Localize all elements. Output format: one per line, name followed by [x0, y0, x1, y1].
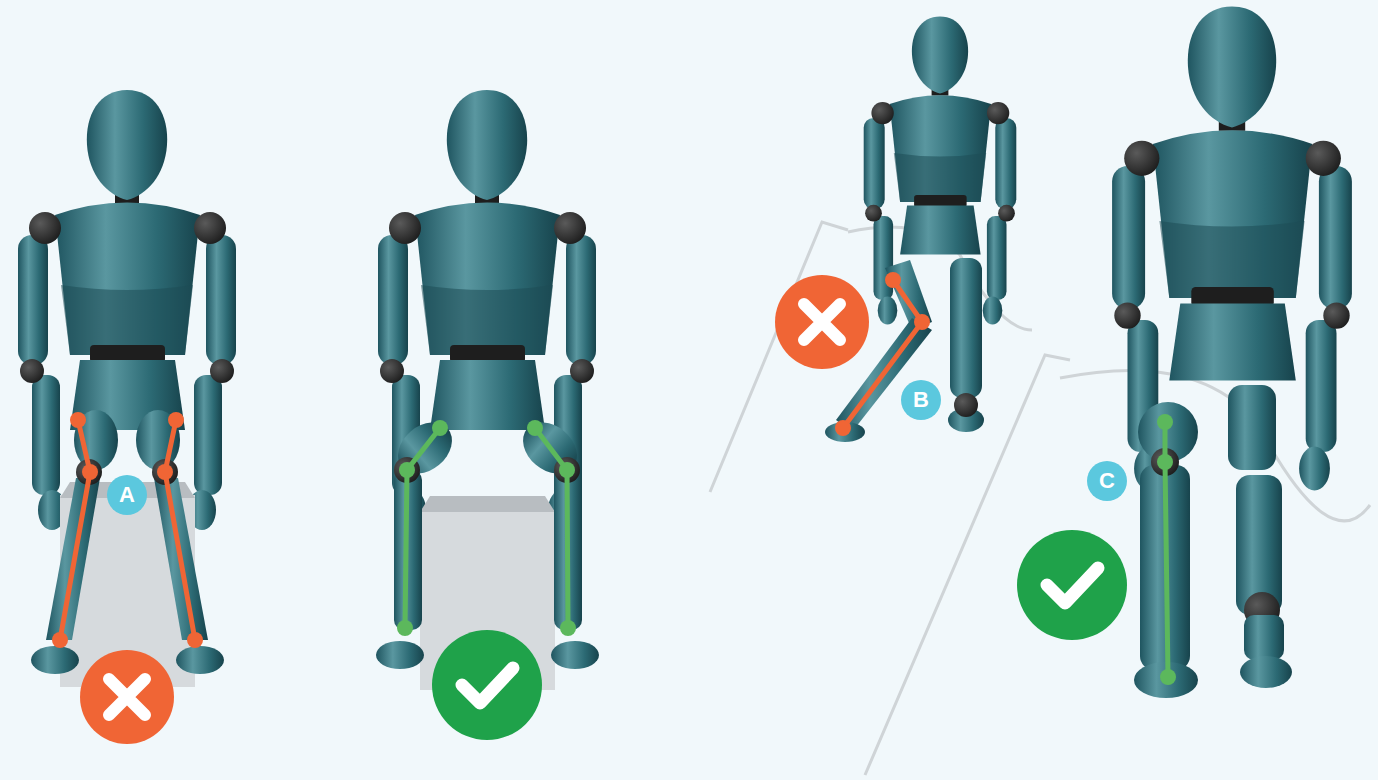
illustration-part: [914, 314, 930, 330]
illustration-part: [1228, 385, 1276, 470]
illustration-part: [1157, 414, 1173, 430]
illustration-part: [1112, 7, 1352, 491]
illustration-part: [462, 668, 513, 703]
illustration-part: [551, 641, 599, 669]
illustration-part: [950, 258, 982, 398]
illustration-part: [1047, 568, 1098, 603]
illustration-part: [1160, 669, 1176, 685]
alignment-joints-correct: [397, 420, 576, 636]
callout-letter: C: [1099, 470, 1115, 492]
alignment-line-correct: [405, 428, 568, 628]
callout-circle-fill: [901, 380, 941, 420]
illustration-part: [1240, 656, 1292, 688]
illustration-part: [804, 304, 840, 340]
illustration-part: [1017, 530, 1127, 640]
cross-badge: [775, 275, 869, 369]
illustration-part: [432, 420, 448, 436]
illustration-part: [954, 393, 978, 417]
illustration-part: [527, 420, 543, 436]
illustration-part: [885, 260, 932, 330]
callout-letter: A: [119, 484, 135, 506]
illustration-part: [399, 462, 415, 478]
illustration-part: [165, 420, 195, 640]
callout-bubble: B: [901, 380, 941, 420]
alignment-line-wrong: [60, 420, 195, 640]
mannequin-wrong-step: [825, 17, 1016, 443]
callout-circle-fill: [1087, 461, 1127, 501]
illustration-part: [559, 462, 575, 478]
illustration-part: [1157, 454, 1173, 470]
alignment-joints-wrong: [52, 412, 203, 648]
callout-bubble: A: [107, 475, 147, 515]
alignment-line-correct: [1157, 414, 1176, 685]
illustration-part: [109, 679, 145, 715]
check-badge: [1017, 530, 1127, 640]
illustration-part: [52, 632, 68, 648]
illustration-part: [378, 90, 596, 530]
check-badge: [432, 630, 542, 740]
illustration-part: [18, 90, 236, 530]
illustration-part: [432, 630, 542, 740]
callout-bubble: C: [1087, 461, 1127, 501]
cross-badge: [80, 650, 174, 744]
illustration-part: [176, 646, 224, 674]
mannequin-correct-seated: [376, 90, 599, 690]
mannequin-wrong-seated: [18, 90, 236, 687]
illustration-part: [835, 420, 851, 436]
illustration-part: [397, 620, 413, 636]
illustration-part: [82, 464, 98, 480]
illustration-part: [157, 464, 173, 480]
illustration-part: [885, 272, 901, 288]
mannequin-correct-step: [1112, 7, 1352, 699]
illustration-part: [70, 412, 86, 428]
illustration-part: [1244, 615, 1284, 660]
illustration-part: [60, 420, 90, 640]
callout-circle-fill: [107, 475, 147, 515]
illustration-part: [168, 412, 184, 428]
illustration-part: [775, 275, 869, 369]
callout-letter: B: [913, 389, 929, 411]
illustration-part: [405, 428, 440, 628]
illustration-part: [80, 650, 174, 744]
illustration-part: [864, 17, 1017, 325]
illustration-part: [560, 620, 576, 636]
illustration-part: [535, 428, 568, 628]
illustration-part: [31, 646, 79, 674]
illustration-part: [420, 496, 555, 512]
illustration-part: [376, 641, 424, 669]
illustration-part: [187, 632, 203, 648]
